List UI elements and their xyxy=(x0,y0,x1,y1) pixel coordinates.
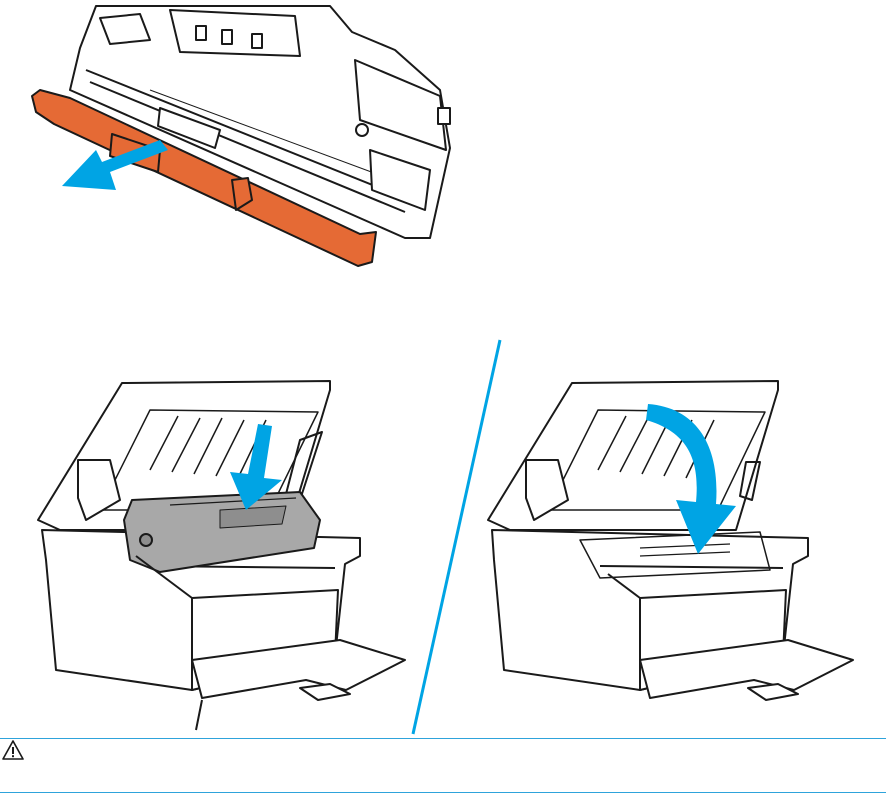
arrow-curved-down-icon xyxy=(646,404,736,554)
toner-cartridge-top xyxy=(69,5,451,239)
step-divider xyxy=(411,339,502,735)
warning-triangle-icon xyxy=(2,740,24,760)
caution-bottom-rule xyxy=(0,792,886,793)
arrow-down-icon xyxy=(230,424,282,510)
toner-cartridge-inserting xyxy=(123,491,321,575)
caution-top-rule xyxy=(0,738,886,739)
arrow-left-icon xyxy=(62,140,168,190)
